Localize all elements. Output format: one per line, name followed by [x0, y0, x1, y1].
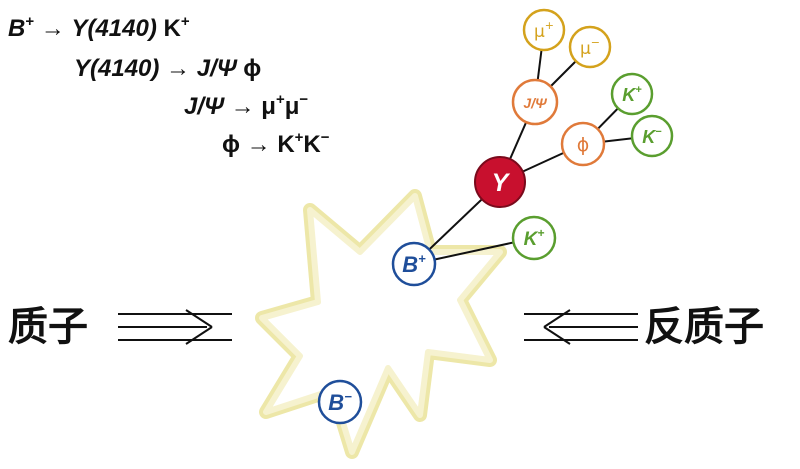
- decay-equation-4: ϕ → K+K−: [222, 129, 330, 158]
- antiproton-group: 反质子: [524, 304, 764, 350]
- particle-k-plus: K+: [511, 215, 557, 261]
- svg-text:K+: K+: [524, 226, 545, 250]
- particle-mu-minus: μ−: [568, 25, 612, 69]
- mu-plus-sup: +: [545, 19, 554, 32]
- k-plus-2-base: K: [622, 85, 637, 105]
- k-plus-sup: +: [537, 226, 544, 240]
- equation-3-part: +: [276, 91, 285, 108]
- proton-arrow-icon: [118, 309, 232, 345]
- decay-equation-2: Y(4140) → J/Ψ ϕ: [74, 55, 261, 82]
- particle-b-minus: B−: [317, 379, 363, 425]
- equation-4-part: −: [321, 129, 330, 146]
- proton-label: 质子: [8, 304, 88, 350]
- particle-jpsi: J/Ψ: [511, 78, 559, 126]
- equation-2-part: →: [159, 55, 196, 82]
- k-minus-sup: −: [655, 126, 662, 138]
- decay-equations: B+ → Y(4140) K+Y(4140) → J/Ψ ϕJ/Ψ → μ+μ−…: [8, 13, 330, 158]
- particle-y: Y: [474, 156, 526, 208]
- antiproton-label: 反质子: [644, 304, 764, 350]
- equation-1-part: Y(4140): [71, 15, 156, 42]
- equation-2-part: J/Ψ: [197, 55, 238, 82]
- b-minus-base: B: [328, 390, 344, 415]
- b-plus-sup: +: [418, 251, 426, 266]
- b-minus-sup: −: [344, 389, 352, 404]
- svg-text:K−: K−: [642, 126, 662, 147]
- particle-phi: ϕ: [560, 121, 606, 167]
- equation-1-part: +: [181, 13, 190, 30]
- svg-text:μ+: μ+: [534, 19, 554, 42]
- equation-1-part: K: [157, 15, 182, 42]
- equation-2-part: ϕ: [237, 55, 262, 82]
- svg-text:B−: B−: [328, 389, 352, 415]
- equation-3-part: J/Ψ: [184, 93, 225, 120]
- decay-equation-3: J/Ψ → μ+μ−: [184, 91, 308, 120]
- particle-mu-plus: μ+: [522, 8, 566, 52]
- svg-text:B+: B+: [402, 251, 426, 277]
- equation-4-part: K: [303, 131, 321, 158]
- svg-text:K+: K+: [622, 84, 642, 105]
- mu-minus-sup: −: [591, 36, 600, 49]
- phi-label: ϕ: [577, 134, 590, 156]
- equation-1-part: B: [8, 15, 25, 42]
- equation-3-part: −: [299, 91, 308, 108]
- particle-k-plus-2: K+: [610, 72, 654, 116]
- equation-1-part: +: [25, 13, 34, 30]
- svg-text:μ−: μ−: [580, 36, 600, 59]
- equation-2-part: Y(4140): [74, 55, 159, 82]
- decay-equation-1: B+ → Y(4140) K+: [8, 13, 190, 42]
- equation-4-part: +: [295, 129, 304, 146]
- b-plus-base: B: [402, 252, 418, 277]
- mu-plus-base: μ: [534, 22, 545, 42]
- equation-3-part: → μ: [224, 93, 276, 120]
- particle-k-minus: K−: [630, 114, 674, 158]
- k-plus-base: K: [524, 229, 539, 250]
- k-plus-2-sup: +: [635, 84, 642, 96]
- jpsi-label: J/Ψ: [523, 95, 548, 111]
- equation-3-part: μ: [285, 93, 300, 120]
- proton-group: 质子: [8, 304, 232, 350]
- particle-b-plus: B+: [391, 241, 437, 287]
- mu-minus-base: μ: [580, 39, 591, 59]
- equation-1-part: →: [34, 15, 71, 42]
- y-label: Y: [492, 169, 511, 197]
- antiproton-arrow-icon: [524, 309, 638, 345]
- k-minus-base: K: [642, 127, 657, 147]
- collision-burst: [255, 189, 507, 459]
- equation-4-part: ϕ → K: [222, 131, 295, 158]
